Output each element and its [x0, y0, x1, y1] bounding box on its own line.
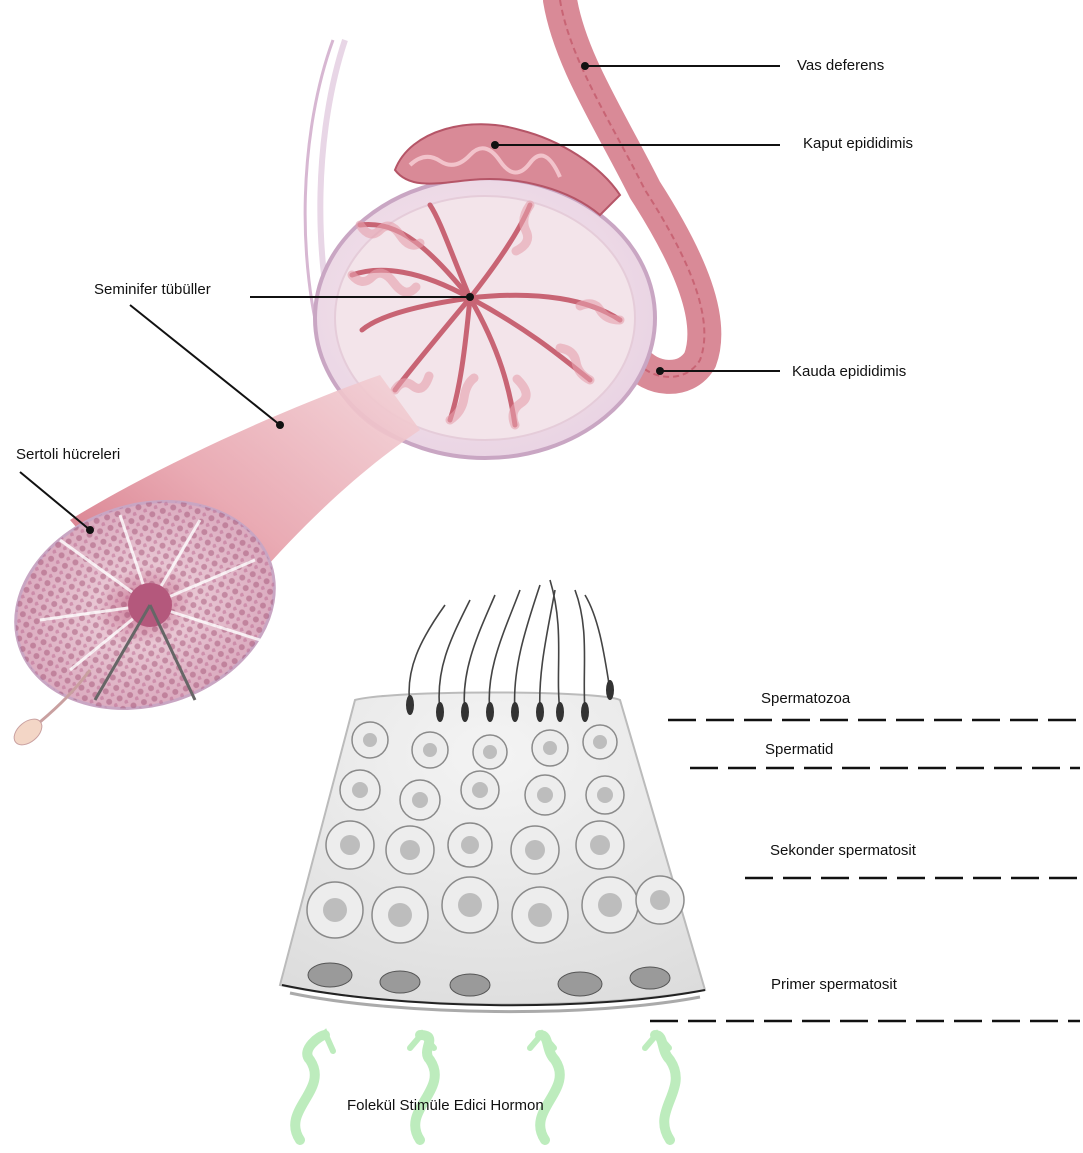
- label-primary-spermatocyte: Primer spermatosit: [771, 976, 897, 994]
- label-spermatid: Spermatid: [765, 741, 833, 759]
- label-secondary-spermatocyte: Sekonder spermatosit: [770, 842, 916, 860]
- label-sertoli-cells: Sertoli hücreleri: [16, 446, 120, 464]
- label-cauda-epididymis: Kauda epididimis: [792, 363, 906, 381]
- seminiferous-epithelium: [280, 580, 705, 1012]
- label-seminiferous-tubules: Seminifer tübüller: [94, 281, 211, 299]
- label-vas-deferens: Vas deferens: [797, 57, 884, 75]
- label-caput-epididymis: Kaput epididimis: [803, 135, 913, 153]
- label-fsh-hormone: Folekül Stimüle Edici Hormon: [347, 1097, 544, 1115]
- hormone-arrow-icon: [295, 1033, 676, 1140]
- label-spermatozoa: Spermatozoa: [761, 690, 850, 708]
